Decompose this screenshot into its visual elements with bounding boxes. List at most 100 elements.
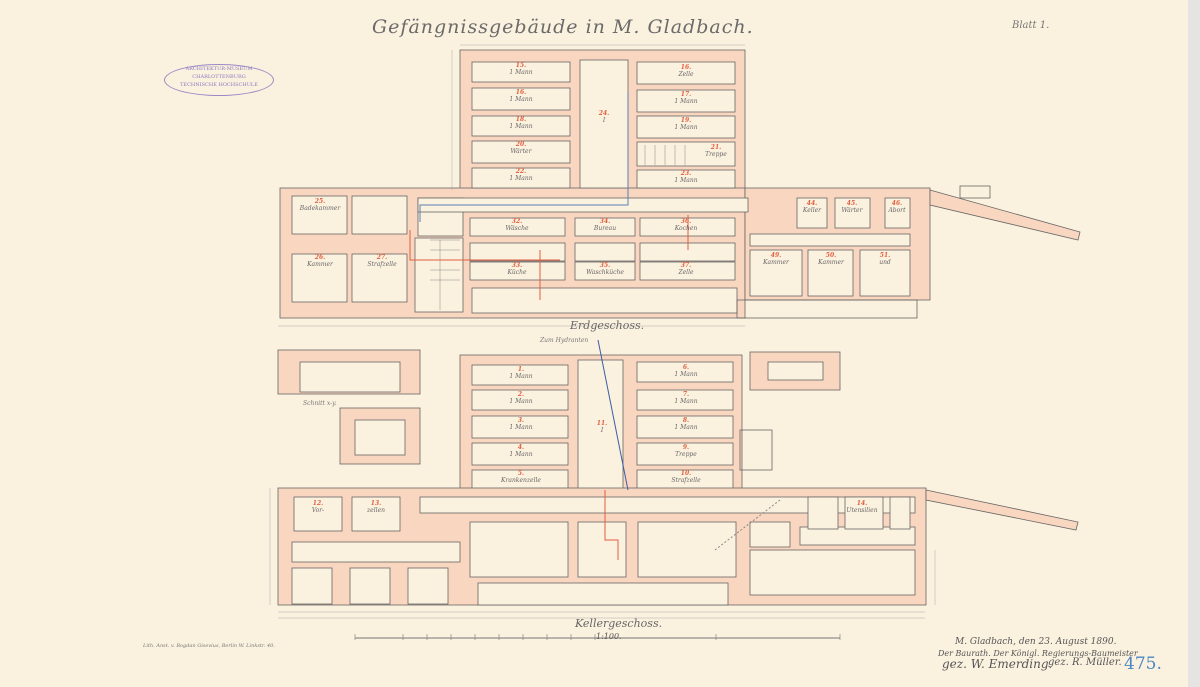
room-name: und [879,259,891,266]
room-name: 1 Mann [674,98,698,105]
room-name: Wärter [841,207,863,214]
room-label: 8.1 Mann [656,417,716,431]
room-label: 4.1 Mann [491,444,551,458]
room-number: 8. [682,417,690,424]
room-label: 32.Wäsche [487,218,547,232]
room-name: Badekammer [299,205,341,212]
hydrant-label: Zum Hydranten [540,337,589,344]
room-label: 12.Vor- [288,500,348,514]
room-name: Zelle [678,269,694,276]
room-number: 17. [680,91,692,98]
printer-imprint: Lith. Anst. v. Bogdan Gisevius, Berlin W… [143,643,275,649]
room-label: 27.Strafzelle [352,254,412,268]
room-label: 1.1 Mann [491,366,551,380]
room-label: 3.1 Mann [491,417,551,431]
room-label: 15.1 Mann [491,62,551,76]
room-label: 13.zellen [346,500,406,514]
room-name: 1 Mann [509,451,533,458]
sheet-number: Blatt 1. [1012,20,1050,31]
stamp-line-3: TECHNISCHE HOCHSCHULE [180,82,258,88]
room-name: Vor- [311,507,325,514]
room-number: 3. [517,417,525,424]
room-number: 18. [515,116,527,123]
room-label: 7.1 Mann [656,391,716,405]
room-number: 36. [680,218,692,225]
room-name: Waschküche [586,269,624,276]
room-label: 50.Kammer [801,252,861,266]
archive-number: 475. [1124,654,1162,674]
signer-roles: Der Baurath. Der Königl. Regierungs-Baum… [938,649,1138,658]
room-number: 27. [376,254,388,261]
room-label: 9.Treppe [656,444,716,458]
room-label: 19.1 Mann [656,117,716,131]
room-label: 44.Keller [782,200,842,214]
room-number: 6. [682,364,690,371]
room-label: 36.Kochen [656,218,716,232]
room-name: Keller [802,207,822,214]
room-label: 24.I [574,110,634,124]
room-number: 10. [680,470,692,477]
signature-1: gez. W. Emerding. [942,657,1053,671]
room-label: 35.Waschküche [575,262,635,276]
room-label: 51.und [855,252,915,266]
room-number: 49. [770,252,782,259]
room-name: 1 Mann [509,96,533,103]
room-label: 49.Kammer [746,252,806,266]
room-number: 20. [515,141,527,148]
room-name: Kammer [307,261,333,268]
room-name: Zelle [678,71,694,78]
room-label: 16.1 Mann [491,89,551,103]
room-number: 51. [879,252,891,259]
room-name: Wäsche [505,225,529,232]
room-label: 21.Treppe [686,144,746,158]
room-number: 1. [517,366,525,373]
scale-label: 1:100. [596,632,622,641]
room-number: 34. [599,218,611,225]
room-number: 11. [596,420,608,427]
room-name: Kammer [818,259,844,266]
room-name: 1 Mann [509,69,533,76]
room-name: 1 Mann [509,175,533,182]
room-number: 32. [511,218,523,225]
room-number: 7. [682,391,690,398]
room-number: 26. [314,254,326,261]
room-name: zellen [367,507,385,514]
room-label: 33.Küche [487,262,547,276]
room-name: I [602,117,606,124]
room-number: 46. [891,200,903,207]
room-name: 1 Mann [509,123,533,130]
room-number: 19. [680,117,692,124]
room-name: 1 Mann [509,424,533,431]
room-label: 45.Wärter [822,200,882,214]
ground-floor-label: Erdgeschoss. [570,319,645,332]
room-name: Abort [888,207,906,214]
room-number: 37. [680,262,692,269]
room-name: Utensilien [846,507,878,514]
room-number: 33. [511,262,523,269]
room-number: 2. [517,391,525,398]
room-name: 1 Mann [674,424,698,431]
room-number: 23. [680,170,692,177]
room-label: 18.1 Mann [491,116,551,130]
room-name: Kochen [674,225,698,232]
drawing-title: Gefängnissgebäude in M. Gladbach. [372,16,754,38]
room-name: Krankenzelle [501,477,541,484]
room-label: 16.Zelle [656,64,716,78]
room-number: 22. [515,168,527,175]
scan-edge [1188,0,1200,687]
room-number: 45. [846,200,858,207]
room-label: 14.Utensilien [832,500,892,514]
room-name: 1 Mann [509,398,533,405]
room-name: Strafzelle [367,261,397,268]
room-number: 25. [314,198,326,205]
room-number: 5. [517,470,525,477]
stamp-line-2: CHARLOTTENBURG [192,74,246,80]
room-name: 1 Mann [674,124,698,131]
room-label: 34.Bureau [575,218,635,232]
room-name: Küche [507,269,527,276]
room-number: 12. [312,500,324,507]
room-label: 22.1 Mann [491,168,551,182]
room-label: 5.Krankenzelle [491,470,551,484]
room-label: 6.1 Mann [656,364,716,378]
section-label: Schnitt x-y. [303,400,337,407]
